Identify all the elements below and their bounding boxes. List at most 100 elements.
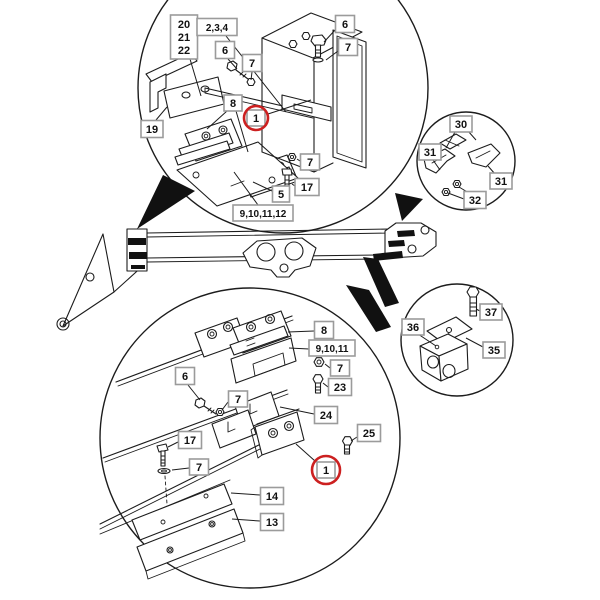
part-label-6-lower: 6 bbox=[174, 366, 196, 386]
label-number: 23 bbox=[334, 382, 346, 394]
label-box bbox=[489, 172, 513, 190]
label-number: 6 bbox=[222, 45, 228, 57]
label-box bbox=[299, 153, 321, 171]
label-box bbox=[327, 377, 353, 397]
part-label-36: 36 bbox=[401, 318, 425, 336]
part-label-7-lower-left: 7 bbox=[188, 458, 210, 476]
leader-line-13 bbox=[231, 518, 261, 522]
label-number: 36 bbox=[407, 322, 419, 334]
label-box bbox=[334, 14, 356, 34]
bolt-6-head bbox=[310, 34, 327, 47]
label-number: 37 bbox=[485, 307, 497, 319]
label-number: 13 bbox=[266, 517, 278, 529]
leader-line-1-lower bbox=[295, 443, 316, 462]
leader-line-32 bbox=[447, 192, 465, 200]
label-box bbox=[418, 143, 442, 161]
part-label-6-upper-left: 6 bbox=[214, 40, 236, 60]
leader-line-35 bbox=[465, 337, 484, 348]
red-callout-ring bbox=[310, 454, 342, 486]
label-box bbox=[246, 109, 266, 127]
label-box bbox=[356, 423, 382, 443]
boom-pivot-bracket bbox=[62, 233, 115, 327]
label-number: 31 bbox=[424, 147, 436, 159]
label-number: 14 bbox=[266, 491, 279, 503]
shim-upper-2 bbox=[174, 140, 231, 166]
label-box bbox=[223, 94, 243, 112]
leader-line-23 bbox=[322, 382, 329, 388]
label-number: 1 bbox=[253, 113, 259, 125]
washer-7 bbox=[312, 57, 324, 63]
label-box bbox=[271, 185, 291, 203]
block-36-right bbox=[438, 343, 469, 382]
label-box bbox=[214, 40, 236, 60]
boom-collar bbox=[126, 228, 148, 272]
nut bbox=[301, 31, 311, 41]
part-label-13: 13 bbox=[259, 512, 285, 532]
bolt-23-head bbox=[312, 374, 324, 384]
label-box bbox=[140, 119, 164, 139]
leader-line-31-left bbox=[432, 159, 441, 171]
wedge-to-pad-block bbox=[363, 257, 399, 307]
label-box bbox=[482, 341, 506, 359]
leader-line-1-upper bbox=[267, 99, 312, 115]
label-box bbox=[188, 458, 210, 476]
label-number: 9,10,11 bbox=[316, 344, 349, 355]
part-label-8-upper: 8 bbox=[223, 94, 243, 112]
label-number: 19 bbox=[146, 124, 158, 136]
leader-line-9-10-11-12 bbox=[233, 171, 259, 206]
part-label-7-lower-right: 7 bbox=[329, 359, 351, 377]
red-callout-ring bbox=[242, 104, 270, 132]
label-box bbox=[463, 190, 487, 210]
boom-arm bbox=[56, 222, 437, 331]
leader-line-7-lower-left bbox=[171, 467, 190, 471]
part-label-32: 32 bbox=[463, 190, 487, 210]
leader-line-8-upper bbox=[235, 110, 249, 153]
leader-line-24 bbox=[279, 406, 315, 415]
label-number: 7 bbox=[337, 363, 343, 375]
part-label-14: 14 bbox=[259, 486, 285, 506]
nut-32 bbox=[441, 187, 451, 197]
wear-pad-bracket-1 bbox=[281, 94, 332, 122]
label-number: 6 bbox=[182, 371, 188, 383]
label-box bbox=[313, 320, 335, 340]
label-number: 5 bbox=[278, 189, 284, 201]
label-number: 17 bbox=[301, 182, 313, 194]
leader-line-5 bbox=[252, 181, 273, 192]
label-number: 24 bbox=[320, 410, 333, 422]
label-box bbox=[313, 405, 339, 425]
pad-block-detail-parts bbox=[419, 286, 480, 382]
leader-line-6-upper-right bbox=[323, 28, 337, 43]
leader-line-30 bbox=[445, 131, 456, 149]
boom-center-fitting bbox=[242, 237, 317, 278]
label-number: 7 bbox=[196, 462, 202, 474]
label-number: 8 bbox=[321, 325, 327, 337]
label-number: 32 bbox=[469, 195, 481, 207]
leader-line-36 bbox=[417, 333, 437, 347]
label-box bbox=[241, 53, 263, 73]
label-box bbox=[329, 359, 351, 377]
leader-line-8-upper bbox=[206, 110, 228, 130]
part-label-7-upper-right: 7 bbox=[337, 37, 359, 57]
label-number: 9,10,11,12 bbox=[240, 209, 287, 220]
part-label-17-lower: 17 bbox=[177, 430, 203, 450]
part-label-30: 30 bbox=[449, 115, 473, 133]
part-label-5: 5 bbox=[271, 185, 291, 203]
part-label-7-lower-mid: 7 bbox=[227, 390, 249, 408]
label-number: 2,3,4 bbox=[206, 23, 229, 34]
leader-line-7-upper-mid bbox=[296, 158, 301, 162]
part-label-24: 24 bbox=[313, 405, 339, 425]
leader-line-6-lower bbox=[187, 384, 201, 401]
callout-wedges bbox=[137, 175, 423, 332]
label-box bbox=[294, 177, 320, 197]
part-label-9-10-11-12: 9,10,11,12 bbox=[232, 204, 294, 222]
bolt-37-shaft bbox=[469, 296, 478, 317]
label-number: 7 bbox=[307, 157, 313, 169]
shim-9-10-11 bbox=[229, 325, 289, 356]
label-box bbox=[177, 430, 203, 450]
bolt-6-head bbox=[226, 60, 238, 72]
wedge-upper-left bbox=[137, 175, 195, 229]
